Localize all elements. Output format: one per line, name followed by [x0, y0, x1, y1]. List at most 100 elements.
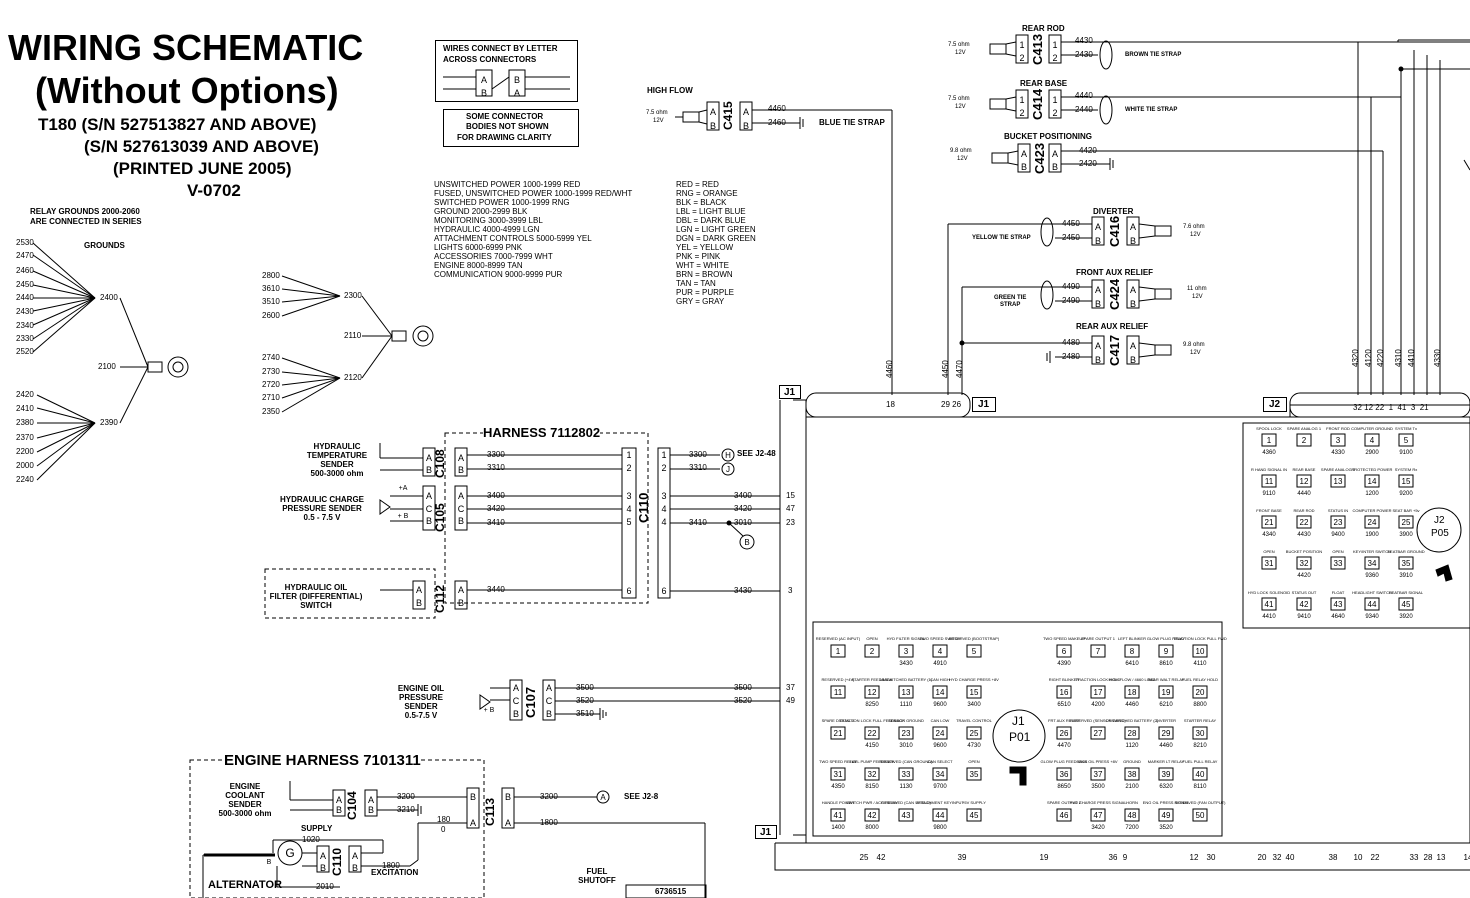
j1-pin-number: 20 [1196, 688, 1205, 697]
pin-letter: A [458, 491, 464, 501]
pin-letter: B [458, 598, 464, 608]
j1-pin-box [1158, 685, 1174, 699]
wire-3510: 3510 [576, 709, 594, 718]
ground-wire: 2000 [16, 461, 34, 470]
j2-pin-label: SEATBAR GROUND [1387, 549, 1424, 554]
ground-wire: 2330 [16, 334, 34, 343]
j1-pin-number: 26 [1060, 729, 1069, 738]
j2-pin-box [1398, 597, 1414, 611]
j1-pin-label: TRACTION LOCK PULL FWD [1173, 636, 1227, 641]
b-marker: B [744, 538, 749, 547]
j1-pin-label: STARTER RELAY [1184, 718, 1217, 723]
j1-pin-wire: 4460 [1125, 702, 1139, 708]
label-line: HYDRAULIC OIL [284, 583, 348, 592]
wire-3520-b: 3520 [734, 696, 752, 705]
title-line-1: WIRING SCHEMATIC [8, 27, 364, 68]
pin-letter: B [546, 709, 552, 719]
j1-pin-wire: 4730 [967, 743, 981, 749]
j1-pin-wire: 3500 [1091, 784, 1105, 790]
pin-letter: B [1095, 236, 1101, 246]
j1-pin-number: 28 [1128, 729, 1137, 738]
j1-pin-number: 11 [834, 688, 843, 697]
ground-wire: 3610 [262, 284, 280, 293]
j1-bottom-pin: 10 [1354, 853, 1363, 862]
j1-pin-label: RIGHT BLINKER [1049, 677, 1080, 682]
j1-pin-label: SENSOR GROUND [888, 718, 924, 723]
c416-wire-1: 4450 [1062, 219, 1080, 228]
j1-bottom-pin: 40 [1286, 853, 1295, 862]
pin-letter: 1 [1019, 95, 1024, 105]
pin-letter: B [513, 709, 519, 719]
j1-pin-label: UNSWITCHED BATTERY (2) [1106, 718, 1159, 723]
j2-pin-box [1330, 515, 1346, 529]
j1-pin-wire: 3400 [967, 702, 981, 708]
j2-pin-label: SPARE ANALOG 1 [1287, 426, 1322, 431]
j1-pin-box [1124, 726, 1140, 740]
pin-letter: C [546, 696, 553, 706]
j1-pin-label: RESERVED (BOOTSTRAP) [949, 636, 1000, 641]
j1-bottom-pin: 14 [1464, 853, 1470, 862]
ground-wire: 2720 [262, 380, 280, 389]
j2-pin-wire: 4440 [1297, 491, 1311, 497]
j1-bottom-pin: 33 [1410, 853, 1419, 862]
j2-pin-box [1330, 597, 1346, 611]
j1-pin-box [1158, 808, 1174, 822]
legend-color: LGN = LIGHT GREEN [676, 225, 756, 234]
j1-pin-label: TWO SPEED MAKEUP [1043, 636, 1085, 641]
j1-pin-box [1090, 767, 1106, 781]
green-tie-strap-1: GREEN TIE [994, 295, 1027, 301]
legend-range: LIGHTS 6000-6999 PNK [434, 243, 523, 252]
excitation-label: EXCITATION [371, 868, 419, 877]
j2-wire: 4310 [1394, 349, 1403, 367]
ground-wire: 2380 [16, 418, 34, 427]
j1-p01-label-2: P01 [1009, 730, 1031, 744]
pin-letter: A [710, 107, 716, 117]
j2-pin-number: 21 [1265, 518, 1274, 527]
pin-letter: A [426, 453, 432, 463]
c415-ohm: 7.5 ohm [646, 110, 668, 116]
j1-pin-wire: 8610 [1159, 661, 1173, 667]
note-wires-line-2: ACROSS CONNECTORS [443, 55, 537, 64]
j2-pin-number: 22 [1300, 518, 1309, 527]
pin-letter: 1 [1052, 40, 1057, 50]
ground-node-2390: 2390 [100, 418, 118, 427]
j1-pin: 37 [786, 683, 795, 692]
pin-number: 6 [626, 586, 631, 596]
wire-3420-b: 3420 [734, 504, 752, 513]
wire-4470-v: 4470 [955, 360, 964, 378]
legend-color: DBL = DARK BLUE [676, 216, 746, 225]
hyd-charge-sender-label: HYDRAULIC CHARGE PRESSURE SENDER 0.5 - 7… [276, 495, 368, 522]
c413-ohm: 7.5 ohm [948, 42, 970, 48]
pin-letter: B [1130, 355, 1136, 365]
j2-pin-wire: 9360 [1365, 573, 1379, 579]
j1-pin-number: 34 [936, 770, 945, 779]
c414-ohm: 7.5 ohm [948, 96, 970, 102]
j1-tag-text: J1 [760, 827, 772, 838]
legend-color: YEL = YELLOW [676, 243, 734, 252]
j1-pin-box [1192, 685, 1208, 699]
ground-wire: 2240 [16, 475, 34, 484]
j1-pin-label: FUEL PULL RELAY [1183, 759, 1218, 764]
j1-pin-label: SPARE OUTPUT 1 [1081, 636, 1116, 641]
j2-pin-box [1261, 515, 1277, 529]
j2-pin-label: COMPUTER GROUND [1351, 426, 1393, 431]
connector-c424: C424 [1107, 278, 1122, 310]
hyd-filter-switch-label: HYDRAULIC OIL FILTER (DIFFERENTIAL) SWIT… [266, 583, 366, 610]
c413-wire-2: 2430 [1075, 50, 1093, 59]
j2-pin-wire: 9100 [1399, 450, 1413, 456]
label-line: SHUTOFF [578, 876, 616, 885]
j1-pin-box [1056, 767, 1072, 781]
j1-pin-wire: 9600 [933, 743, 947, 749]
j1-pin-number: 9 [1164, 647, 1169, 656]
connector-c112: C112 [433, 584, 447, 613]
ground-wire: 2340 [16, 321, 34, 330]
j1-pin-box [1056, 644, 1072, 658]
j2-pin-label: HYD LOCK SOLENOID [1248, 590, 1290, 595]
j1-pin-box [864, 644, 880, 658]
legend-range: FUSED, UNSWITCHED POWER 1000-1999 RED/WH… [434, 189, 633, 198]
j1-pin-label: SPARE OUTPUT 2 [1047, 800, 1082, 805]
j1-pin-label: ENG OIL PRESS +8V [1078, 759, 1117, 764]
pin-letter: A [458, 453, 464, 463]
j2-pin-wire: 9110 [1263, 491, 1277, 497]
pin-letter: 2 [1019, 108, 1024, 118]
